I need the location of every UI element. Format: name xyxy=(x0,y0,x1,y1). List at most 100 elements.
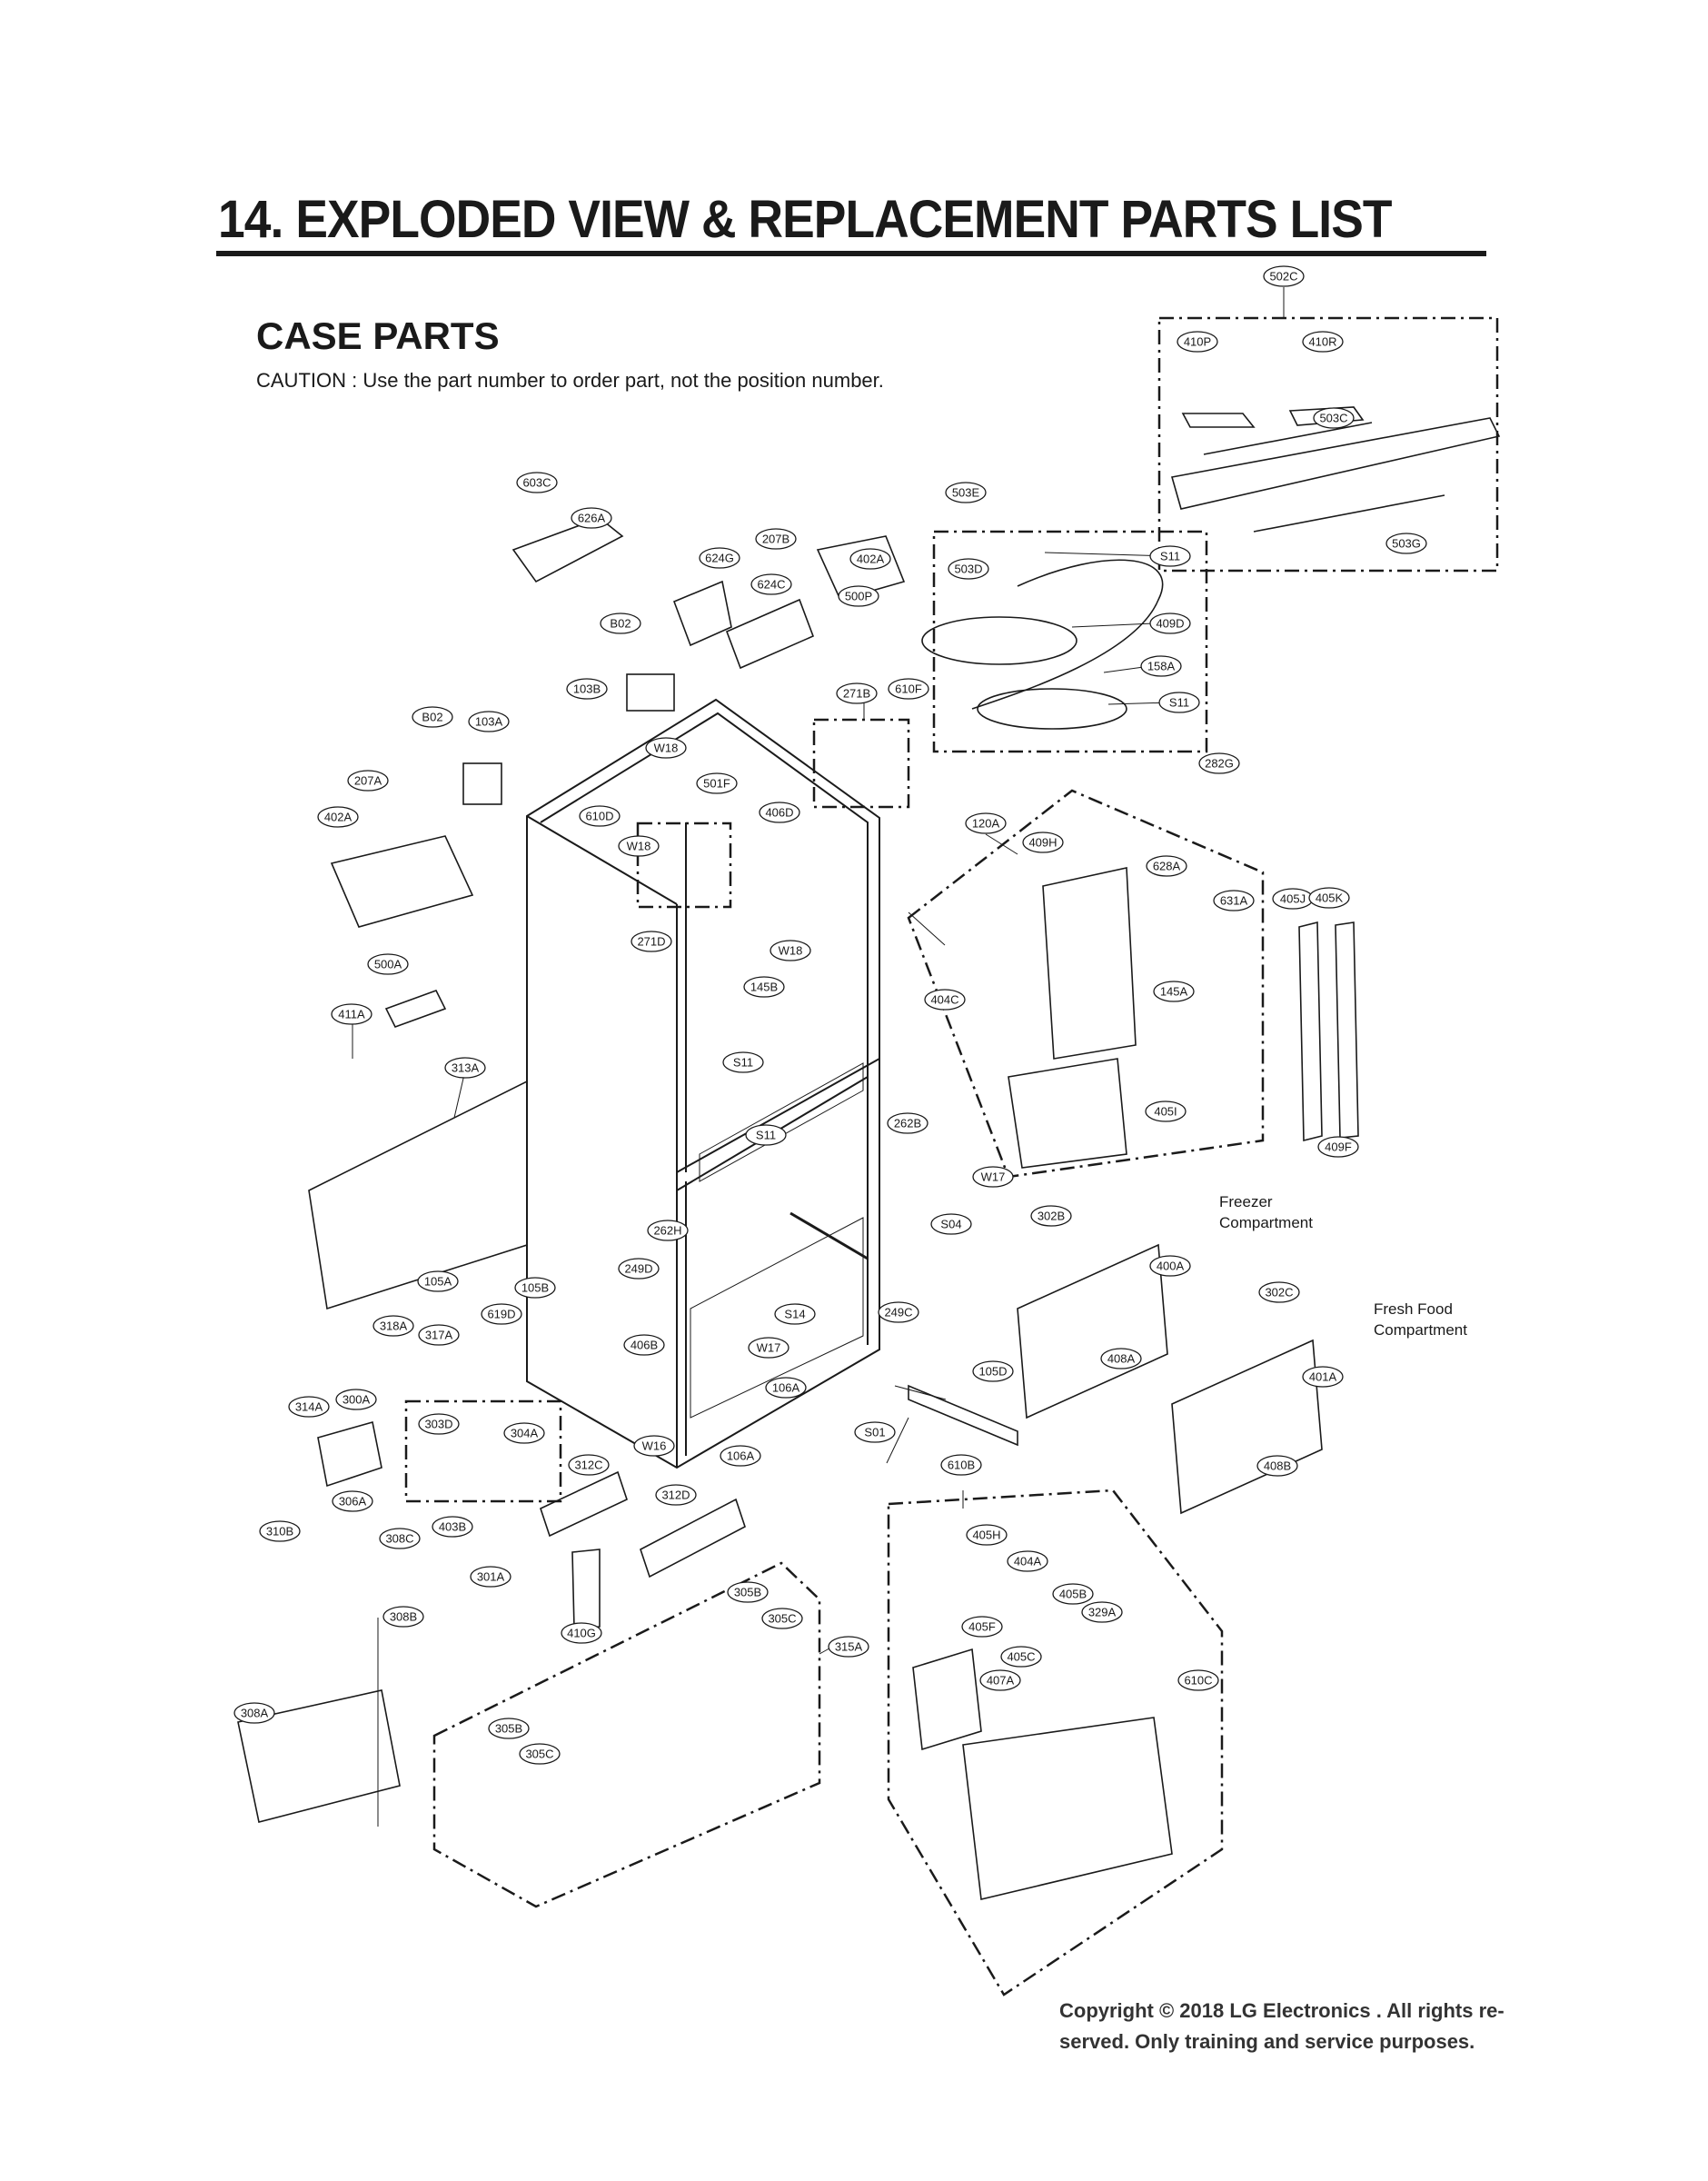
freezer-label-line1: Freezer xyxy=(1219,1193,1273,1210)
part-label-s14: S14 xyxy=(774,1303,816,1325)
part-label-407a: 407A xyxy=(979,1669,1021,1691)
part-label-text: 317A xyxy=(425,1329,453,1342)
part-label-315a: 315A xyxy=(828,1636,869,1658)
part-label-b02: B02 xyxy=(600,612,641,634)
evaporator-302c xyxy=(1171,1339,1323,1515)
cover-503d xyxy=(921,616,1077,665)
part-label-403b: 403B xyxy=(432,1516,473,1538)
part-label-text: 503E xyxy=(952,486,980,500)
cover-103b xyxy=(626,673,675,712)
part-label-329a: 329A xyxy=(1081,1601,1123,1623)
part-label-text: 628A xyxy=(1153,860,1181,873)
part-label-271d: 271D xyxy=(631,931,672,952)
part-label-text: 407A xyxy=(987,1674,1015,1688)
part-label-s11: S11 xyxy=(745,1124,787,1146)
part-label-text: 405C xyxy=(1007,1650,1035,1664)
part-label-text: 302B xyxy=(1038,1210,1065,1223)
part-label-105a: 105A xyxy=(417,1270,459,1292)
part-label-308c: 308C xyxy=(379,1528,421,1549)
part-label-text: 318A xyxy=(380,1320,408,1333)
part-label-103b: 103B xyxy=(566,678,608,700)
part-label-409d: 409D xyxy=(1149,612,1191,634)
part-label-610c: 610C xyxy=(1177,1669,1219,1691)
part-label-318a: 318A xyxy=(372,1315,414,1337)
part-label-b02: B02 xyxy=(412,706,453,728)
part-label-text: 312C xyxy=(574,1459,602,1472)
part-label-text: 404C xyxy=(930,993,958,1007)
part-label-text: 502C xyxy=(1269,270,1297,284)
part-label-301a: 301A xyxy=(470,1566,511,1588)
part-label-145b: 145B xyxy=(743,976,785,998)
part-label-s11: S11 xyxy=(1158,692,1200,713)
part-label-text: 402A xyxy=(857,553,885,566)
part-label-text: B02 xyxy=(422,711,442,724)
part-label-610b: 610B xyxy=(940,1454,982,1476)
part-label-text: 310B xyxy=(266,1525,293,1539)
part-label-text: 408B xyxy=(1264,1459,1291,1473)
part-label-610d: 610D xyxy=(579,805,621,827)
part-label-text: B02 xyxy=(610,617,631,631)
part-label-text: 619D xyxy=(487,1308,515,1321)
part-label-text: 249C xyxy=(884,1306,912,1320)
compartment-callouts: Freezer Compartment Fresh Food Compartme… xyxy=(1219,1193,1467,1339)
part-label-305b: 305B xyxy=(727,1581,769,1603)
part-label-w18: W18 xyxy=(645,737,687,759)
part-label-text: S11 xyxy=(756,1129,776,1142)
display-pcb xyxy=(1170,417,1501,510)
part-label-text: 406B xyxy=(631,1339,658,1352)
part-label-410g: 410G xyxy=(561,1622,602,1644)
box-271d-hinge xyxy=(636,822,732,909)
cover-103a xyxy=(462,762,502,805)
part-label-405h: 405H xyxy=(966,1524,1008,1546)
part-label-text: 503C xyxy=(1319,412,1347,425)
part-label-text: 405K xyxy=(1316,891,1344,905)
part-label-500p: 500P xyxy=(838,585,879,607)
compressor-300a xyxy=(317,1420,382,1488)
part-label-300a: 300A xyxy=(335,1389,377,1410)
part-label-text: 405I xyxy=(1154,1105,1177,1119)
part-label-text: 271B xyxy=(843,687,870,701)
section-title: CASE PARTS xyxy=(256,314,500,357)
part-label-503g: 503G xyxy=(1385,533,1427,554)
part-label-text: 304A xyxy=(511,1427,539,1440)
strip-105d xyxy=(908,1384,1018,1447)
part-label-text: 624G xyxy=(705,552,734,565)
part-label-105d: 105D xyxy=(972,1360,1014,1382)
part-label-text: 105B xyxy=(521,1281,549,1295)
part-label-s01: S01 xyxy=(854,1421,896,1443)
part-label-262h: 262H xyxy=(647,1220,689,1241)
part-label-text: 302C xyxy=(1265,1286,1293,1300)
part-label-305c: 305C xyxy=(519,1743,561,1765)
part-label-text: 314A xyxy=(295,1400,323,1414)
part-label-text: 404A xyxy=(1014,1555,1042,1569)
part-label-text: 262B xyxy=(894,1117,921,1130)
box-315a-base-tray xyxy=(432,1561,821,1908)
part-label-text: W18 xyxy=(779,944,803,958)
part-label-text: 305C xyxy=(768,1612,796,1626)
part-label-text: S11 xyxy=(1169,696,1189,710)
bracket-624g xyxy=(672,580,732,647)
fan-cover-120a xyxy=(1042,867,1137,1060)
part-label-text: 145A xyxy=(1160,985,1188,999)
part-label-text: 401A xyxy=(1309,1370,1337,1384)
part-label-105b: 105B xyxy=(514,1277,556,1299)
part-label-text: 312D xyxy=(661,1489,690,1502)
leader-lines xyxy=(352,287,1285,1827)
part-label-text: 305B xyxy=(495,1722,522,1736)
part-label-text: 103B xyxy=(573,682,601,696)
part-label-624g: 624G xyxy=(699,547,740,569)
part-label-text: 406D xyxy=(765,806,793,820)
part-label-text: 405B xyxy=(1059,1588,1087,1601)
part-label-text: 105A xyxy=(424,1275,452,1289)
part-label-310b: 310B xyxy=(259,1520,301,1542)
part-label-text: W16 xyxy=(642,1439,667,1453)
part-label-500a: 500A xyxy=(367,953,409,975)
title-rule xyxy=(216,251,1486,256)
part-label-text: 501F xyxy=(703,777,730,791)
bracket-207b xyxy=(816,535,906,601)
part-label-text: W18 xyxy=(654,742,679,755)
part-label-text: 207B xyxy=(762,533,789,546)
part-label-404a: 404A xyxy=(1007,1550,1048,1572)
box-271b-hinge xyxy=(812,718,910,809)
